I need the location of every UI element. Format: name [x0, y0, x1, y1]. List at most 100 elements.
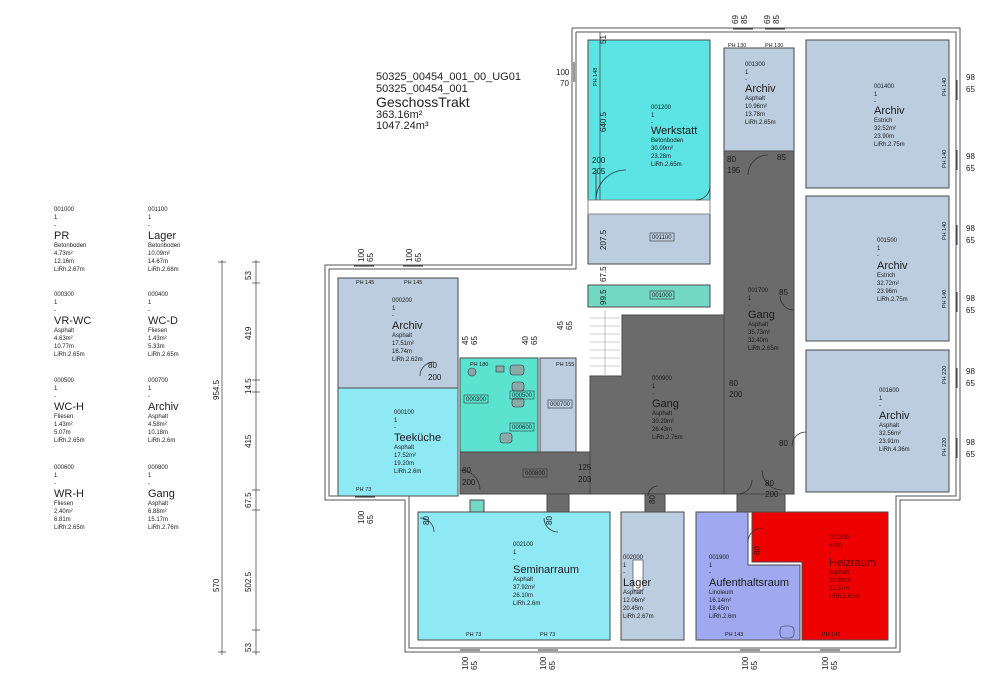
- room-archiv-001600: [805, 349, 950, 493]
- svg-text:9000: 9000: [829, 543, 843, 549]
- room-heizraum: [751, 511, 889, 641]
- svg-text:PH 220: PH 220: [942, 366, 948, 384]
- svg-text:65: 65: [966, 306, 975, 315]
- svg-text:65: 65: [366, 515, 375, 524]
- svg-text:125: 125: [578, 463, 592, 472]
- svg-text:000800: 000800: [525, 471, 546, 477]
- svg-text:Asphalt: Asphalt: [623, 590, 643, 596]
- svg-text:13.78m: 13.78m: [745, 112, 765, 118]
- svg-text:PH 143: PH 143: [725, 632, 743, 638]
- svg-text:000900: 000900: [652, 376, 673, 382]
- svg-text:200: 200: [765, 490, 779, 499]
- room-pr-001000: [587, 284, 711, 308]
- outer-walls: [324, 27, 961, 653]
- svg-text:PH 220: PH 220: [942, 438, 948, 456]
- svg-text:80: 80: [727, 155, 736, 164]
- svg-text:80: 80: [779, 439, 788, 448]
- svg-text:26.43m: 26.43m: [652, 427, 672, 433]
- svg-text:LiRh.2.75m: LiRh.2.75m: [877, 297, 908, 303]
- svg-text:Werkstatt: Werkstatt: [651, 125, 697, 137]
- svg-text:PH 145: PH 145: [404, 280, 422, 286]
- svg-text:100: 100: [556, 68, 570, 77]
- svg-text:-: -: [874, 99, 876, 105]
- svg-text:001200: 001200: [651, 105, 672, 111]
- svg-text:65: 65: [470, 336, 479, 345]
- plan-header: 50325_00454_001_00_UG01 50325_00454_001 …: [376, 71, 521, 133]
- svg-text:1: 1: [709, 563, 713, 569]
- plan-code-1: 50325_00454_001_00_UG01: [376, 71, 521, 83]
- svg-text:Archiv: Archiv: [745, 83, 776, 95]
- svg-text:LiRh.2.6m: LiRh.2.6m: [513, 601, 540, 607]
- svg-text:23.28m: 23.28m: [651, 154, 671, 160]
- svg-text:98: 98: [966, 438, 975, 447]
- svg-text:65: 65: [530, 336, 539, 345]
- svg-text:20.96m²: 20.96m²: [829, 578, 851, 584]
- svg-text:PH 73: PH 73: [540, 632, 555, 638]
- room-tags: 001100 001000 000300 000500 000700 00060…: [463, 232, 675, 478]
- window-markers: [354, 28, 958, 651]
- svg-text:Asphalt: Asphalt: [748, 322, 768, 328]
- svg-text:PH 148: PH 148: [593, 68, 599, 86]
- svg-text:19.20m: 19.20m: [394, 461, 414, 467]
- svg-text:37.92m²: 37.92m²: [513, 585, 535, 591]
- svg-text:23.90m: 23.90m: [874, 134, 894, 140]
- svg-text:Aufenthaltsraum: Aufenthaltsraum: [709, 577, 789, 589]
- svg-text:65: 65: [966, 379, 975, 388]
- svg-text:PH 140: PH 140: [942, 290, 948, 308]
- svg-text:30.09m²: 30.09m²: [651, 146, 673, 152]
- svg-text:LiRh.2.75m: LiRh.2.75m: [874, 142, 905, 148]
- svg-text:001100: 001100: [652, 235, 672, 241]
- svg-text:LiRh.2.76m: LiRh.2.76m: [652, 435, 683, 441]
- svg-text:-: -: [394, 425, 396, 431]
- svg-text:205: 205: [592, 167, 606, 176]
- svg-text:98: 98: [966, 367, 975, 376]
- svg-text:570: 570: [212, 578, 221, 592]
- svg-text:Gang: Gang: [748, 309, 775, 321]
- room-archiv-001300: [723, 47, 795, 152]
- svg-text:Archiv: Archiv: [877, 260, 908, 272]
- svg-text:415: 415: [244, 434, 253, 448]
- svg-text:PH 140: PH 140: [942, 222, 948, 240]
- svg-text:-: -: [745, 77, 747, 83]
- svg-text:98: 98: [966, 152, 975, 161]
- svg-text:23.96m: 23.96m: [877, 289, 897, 295]
- svg-text:85: 85: [777, 153, 786, 162]
- svg-text:10.96m²: 10.96m²: [745, 104, 767, 110]
- svg-text:000200: 000200: [392, 298, 413, 304]
- svg-text:67.5: 67.5: [599, 266, 608, 282]
- svg-text:Archiv: Archiv: [392, 320, 423, 332]
- svg-text:640.5: 640.5: [599, 111, 608, 132]
- svg-text:1: 1: [877, 246, 881, 252]
- svg-text:67.5: 67.5: [244, 492, 253, 508]
- svg-text:LiRh.2.62m: LiRh.2.62m: [392, 357, 423, 363]
- window-labels: PH 145 PH 145 PH 130 PH 130 PH 148 PH 14…: [356, 43, 948, 638]
- room-teekueche: [337, 387, 459, 497]
- svg-text:000600: 000600: [512, 425, 533, 431]
- svg-text:65: 65: [565, 321, 574, 330]
- dimension-labels: 954.5 53 419 14.5 415 67.5 570 502.5 53 …: [212, 15, 975, 670]
- svg-text:-: -: [651, 120, 653, 126]
- svg-text:LiRh.2.65m: LiRh.2.65m: [748, 346, 779, 352]
- svg-text:23.91m: 23.91m: [879, 439, 899, 445]
- svg-text:200: 200: [428, 373, 442, 382]
- room-shapes: [337, 39, 950, 641]
- plan-volume: 1047.24m³: [376, 120, 429, 133]
- svg-text:000300: 000300: [466, 397, 487, 403]
- svg-text:-: -: [709, 570, 711, 576]
- svg-text:99.5: 99.5: [599, 289, 608, 305]
- svg-text:PH 155: PH 155: [556, 362, 574, 368]
- svg-text:65: 65: [750, 661, 759, 670]
- plan-area: 363.16m²: [376, 108, 423, 121]
- svg-text:LiRh.2.6m: LiRh.2.6m: [394, 469, 421, 475]
- svg-text:LiRh.2.65m: LiRh.2.65m: [745, 120, 776, 126]
